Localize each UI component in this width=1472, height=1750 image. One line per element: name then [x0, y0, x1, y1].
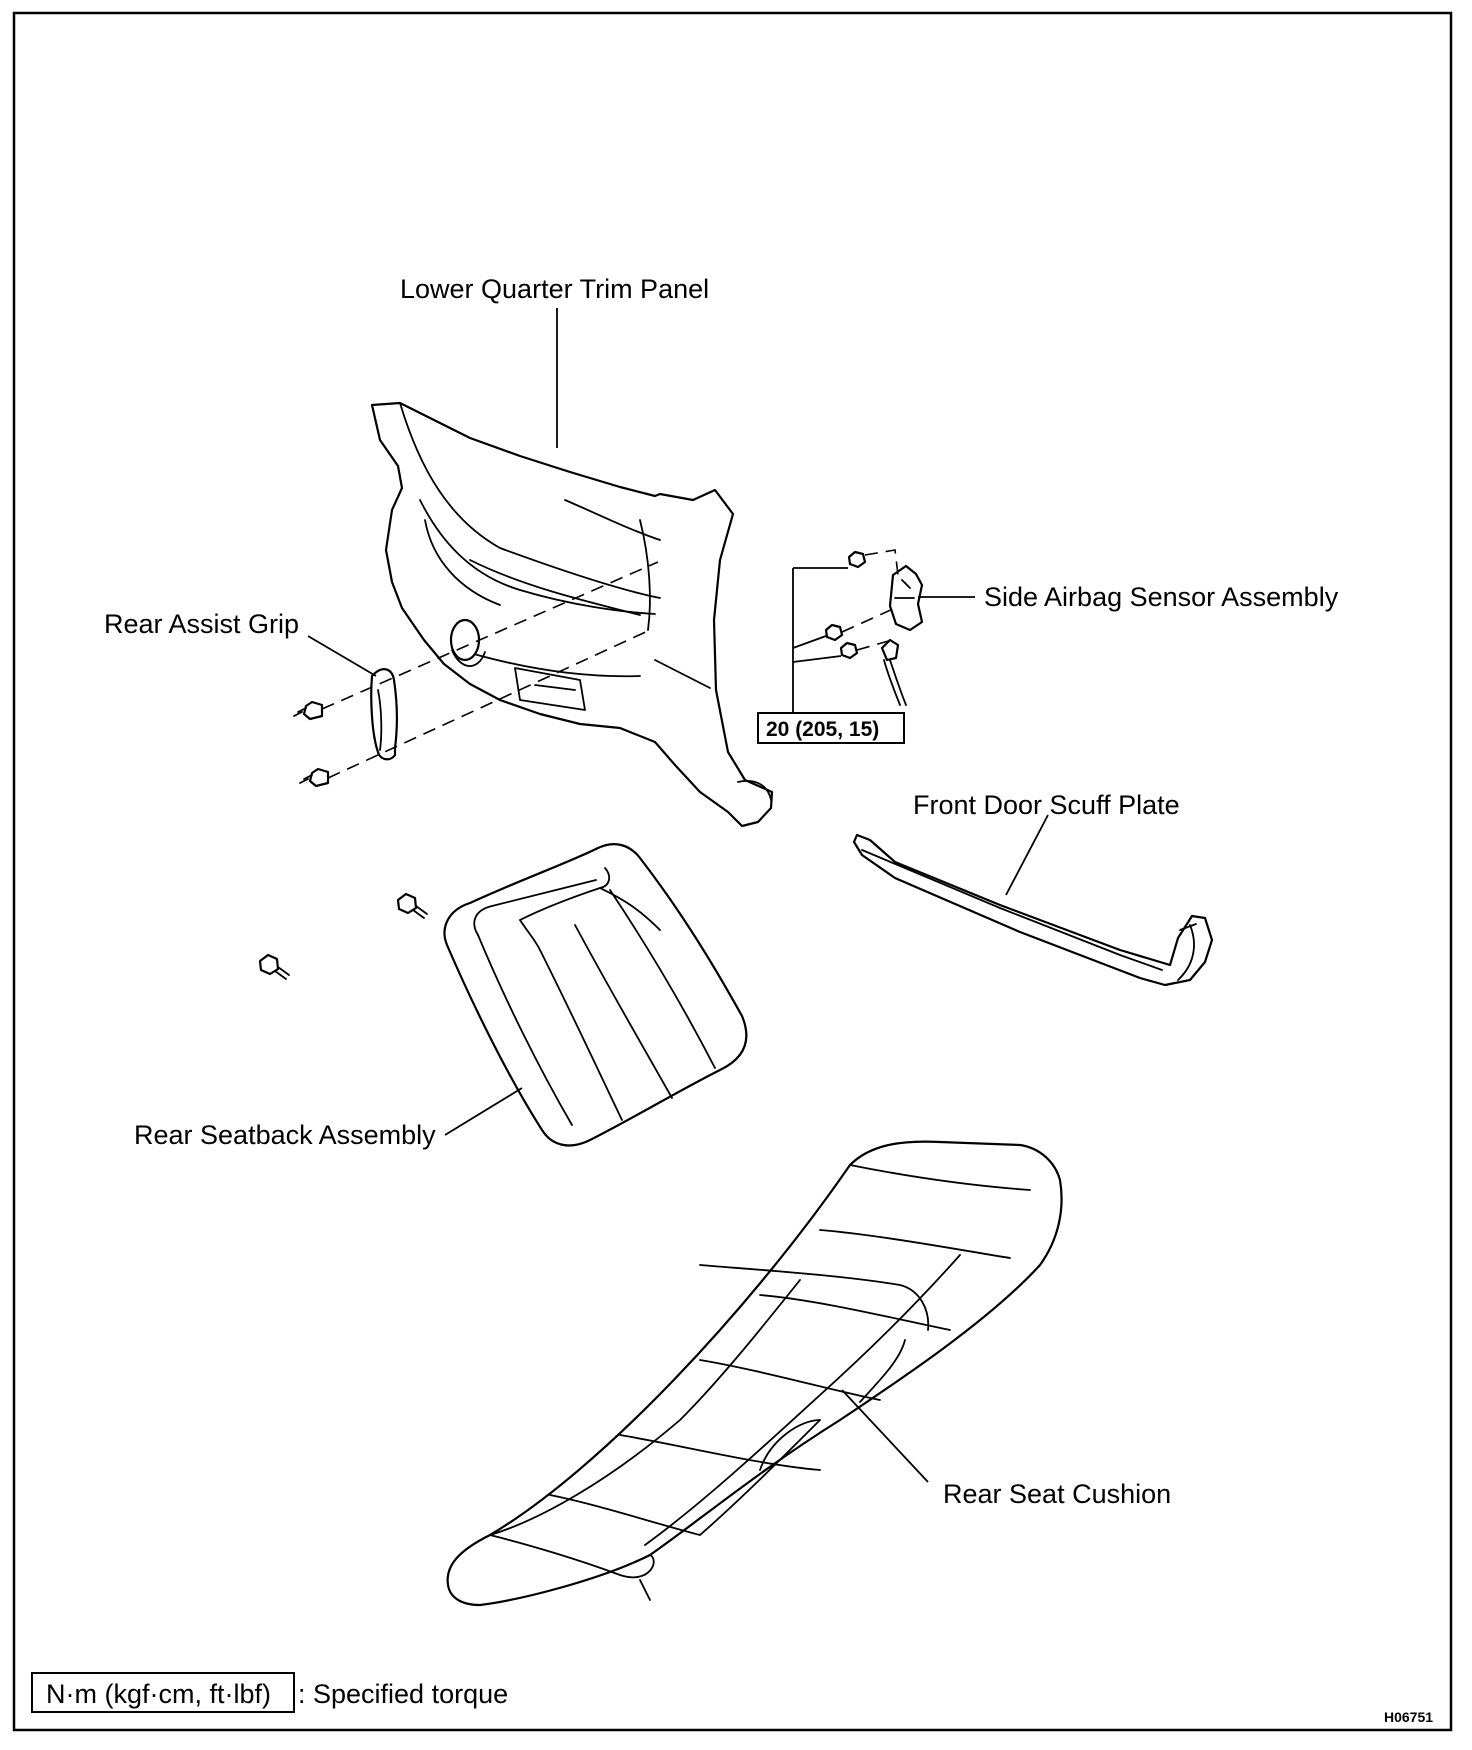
- label-rear-assist-grip: Rear Assist Grip: [104, 609, 299, 639]
- assist-grip-screw-lower: [299, 767, 330, 788]
- label-rear-seatback-assembly: Rear Seatback Assembly: [134, 1120, 436, 1150]
- rear-seat-cushion-part: [446, 1140, 1063, 1607]
- front-door-scuff-plate-part: [852, 833, 1214, 987]
- seatback-bolt-1: [396, 892, 428, 919]
- torque-spec-box: 20 (205, 15): [757, 712, 905, 744]
- legend-unit-box: N·m (kgf·cm, ft·lbf): [46, 1679, 271, 1709]
- assist-grip-screw-upper: [293, 700, 324, 721]
- leader-rear-seatback-assembly: [444, 1087, 523, 1136]
- label-front-door-scuff-plate: Front Door Scuff Plate: [913, 790, 1180, 820]
- side-airbag-sensor-part: [792, 549, 975, 713]
- diagram-frame: [12, 11, 1453, 1732]
- torque-legend: N·m (kgf·cm, ft·lbf) : Specified torque: [31, 1672, 508, 1713]
- torque-spec-value: 20 (205, 15): [766, 718, 879, 741]
- leader-rear-assist-grip: [307, 635, 377, 677]
- label-lower-quarter-trim-panel: Lower Quarter Trim Panel: [400, 274, 709, 304]
- lower-quarter-trim-panel-part: [370, 401, 774, 828]
- leader-rear-seat-cushion: [841, 1389, 929, 1483]
- sensor-nut-1: [847, 550, 867, 569]
- rear-assist-grip-part: [293, 561, 659, 788]
- figure-reference-code: H06751: [1384, 1709, 1433, 1725]
- seatback-bolt-2: [258, 953, 290, 980]
- label-rear-seat-cushion: Rear Seat Cushion: [943, 1479, 1171, 1509]
- leader-front-door-scuff-plate: [1005, 814, 1049, 896]
- rear-seatback-assembly-part: [258, 843, 748, 1147]
- sensor-nut-3: [839, 641, 859, 660]
- legend-description: : Specified torque: [298, 1679, 508, 1709]
- sensor-nut-2: [824, 623, 844, 642]
- label-side-airbag-sensor-assembly: Side Airbag Sensor Assembly: [984, 582, 1339, 612]
